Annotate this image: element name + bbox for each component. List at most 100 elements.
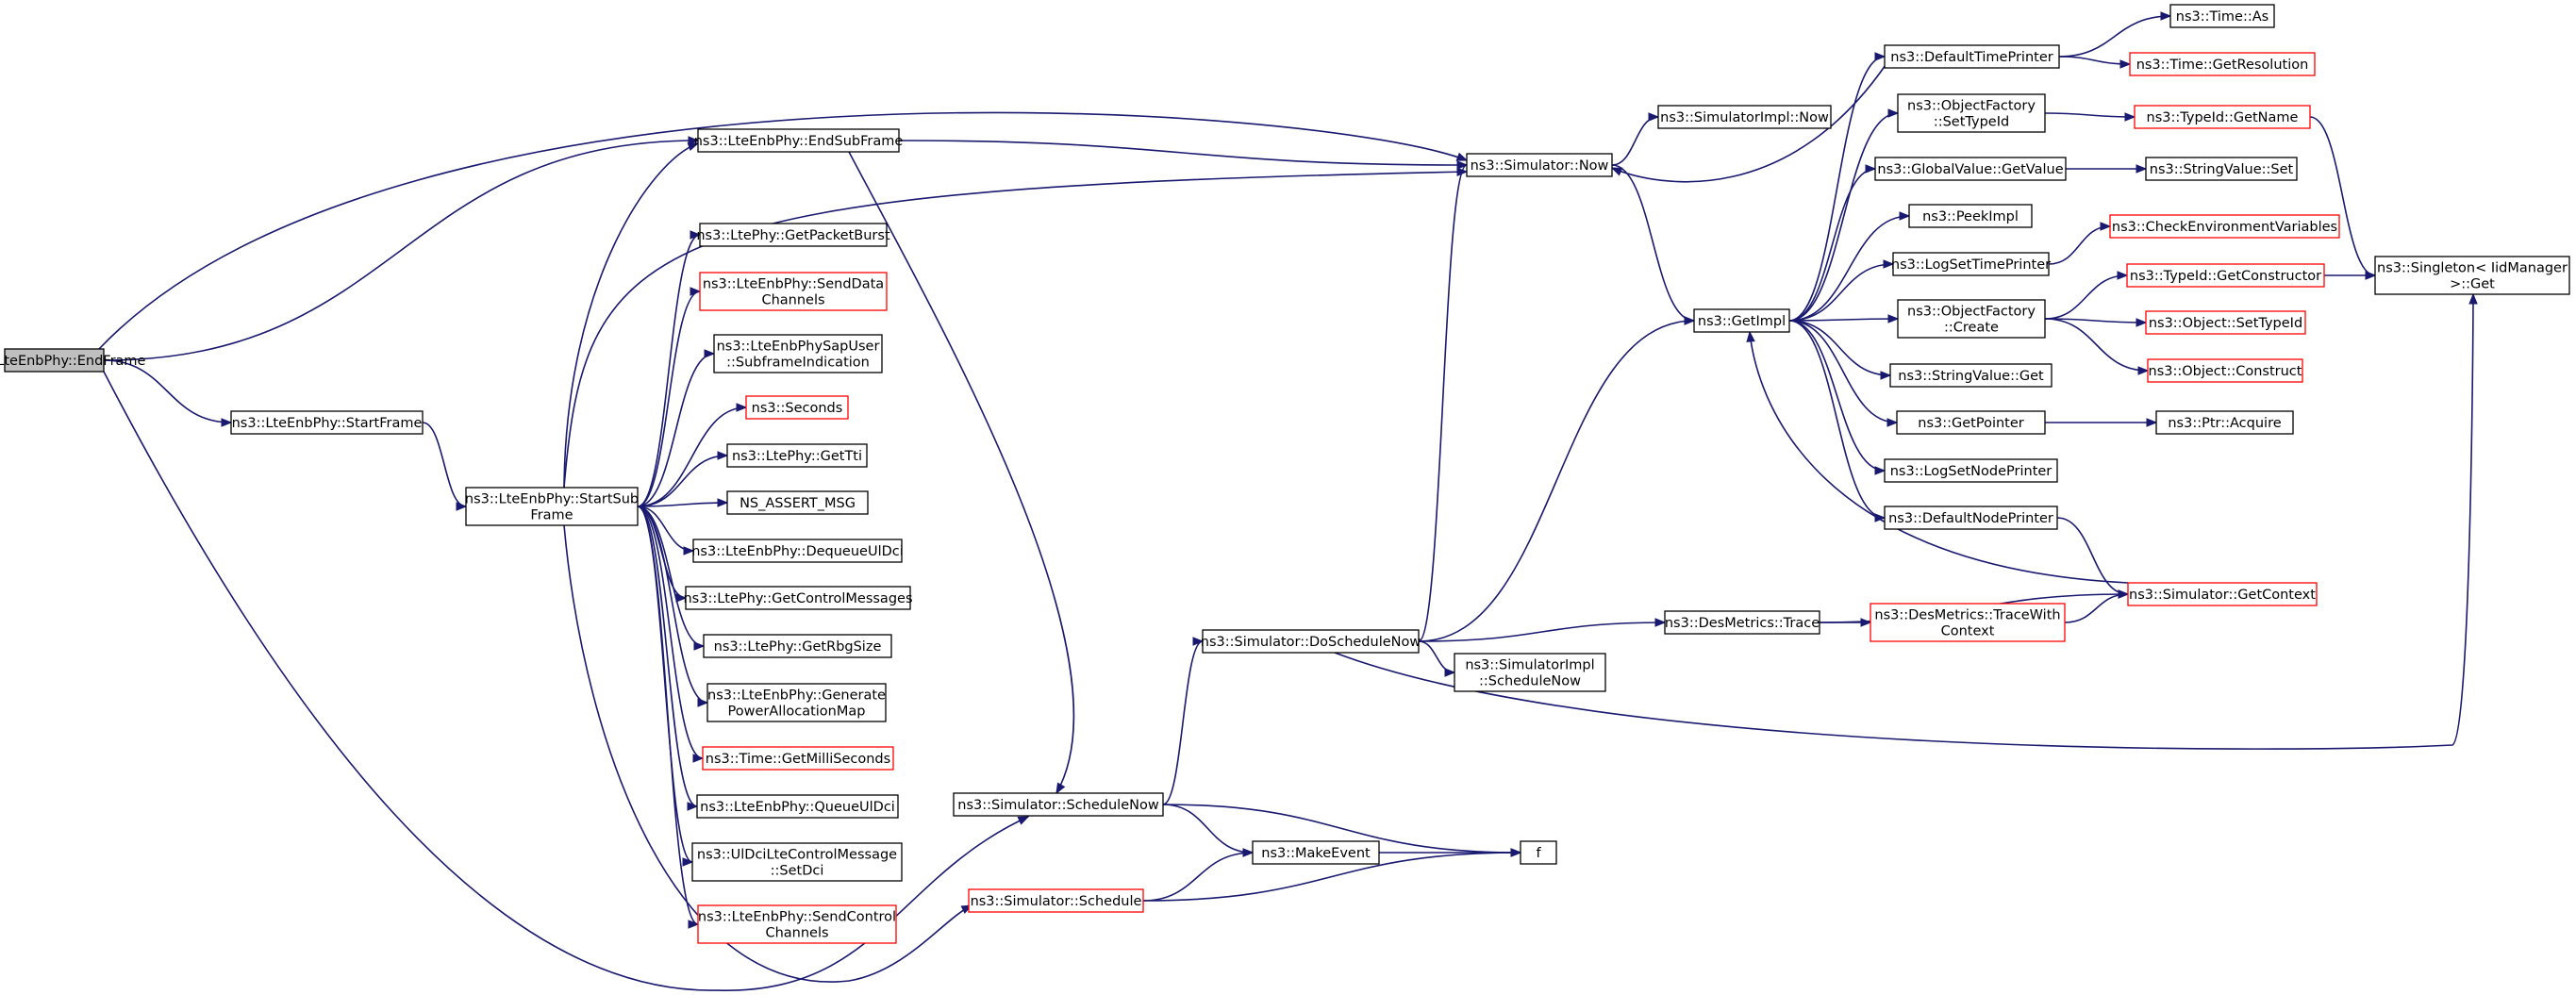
node-objconstruct[interactable]: ns3::Object::Construct	[2147, 358, 2303, 383]
edge-line	[1142, 852, 1521, 902]
node-doschedulenow[interactable]: ns3::Simulator::DoScheduleNow	[1201, 629, 1421, 654]
node-setdci[interactable]: ns3::UlDciLteControlMessage::SetDci	[691, 842, 903, 882]
call-edge	[1788, 320, 1886, 522]
node-stringvalueset[interactable]: ns3::StringValue::Set	[2145, 157, 2298, 181]
edge-line	[1162, 804, 1254, 854]
node-label: ns3::Ptr::Acquire	[2168, 416, 2281, 431]
node-box	[2129, 52, 2316, 76]
call-edge	[2044, 271, 2129, 320]
node-makeevent[interactable]: ns3::MakeEvent	[1252, 840, 1380, 865]
node-ofcreate[interactable]: ns3::ObjectFactory::Create	[1897, 299, 2046, 339]
edge-line	[1788, 263, 1894, 322]
call-edge	[1788, 259, 1895, 322]
node-box	[230, 410, 424, 435]
call-edge	[1788, 320, 1899, 427]
node-box	[697, 904, 897, 944]
node-logsetnodeprinter[interactable]: ns3::LogSetNodePrinter	[1884, 458, 2058, 483]
node-label: ns3::LogSetNodePrinter	[1890, 464, 2052, 479]
node-getresolution[interactable]: ns3::Time::GetResolution	[2129, 52, 2316, 76]
node-subframeindication[interactable]: ns3::LteEnbPhySapUser::SubframeIndicatio…	[713, 334, 883, 373]
node-box	[1870, 603, 2066, 642]
node-timeas[interactable]: ns3::Time::As	[2169, 4, 2275, 28]
node-typeidgetname[interactable]: ns3::TypeId::GetName	[2134, 105, 2311, 129]
node-label: ns3::StringValue::Get	[1898, 369, 2044, 384]
node-label: ::ScheduleNow	[1479, 674, 1581, 689]
node-label: ns3::MakeEvent	[1261, 846, 1371, 861]
node-checkenv[interactable]: ns3::CheckEnvironmentVariables	[2109, 214, 2340, 239]
node-label: Frame	[530, 508, 573, 523]
node-getconstructor[interactable]: ns3::TypeId::GetConstructor	[2126, 263, 2325, 288]
node-defaulttimeprinter[interactable]: ns3::DefaultTimePrinter	[1884, 44, 2060, 69]
edge-arrowhead	[1192, 637, 1205, 646]
node-endsubframe[interactable]: ns3::LteEnbPhy::EndSubFrame	[694, 128, 904, 153]
node-getpacketburst[interactable]: ns3::LtePhy::GetPacketBurst	[696, 223, 890, 247]
node-dequeueuldci[interactable]: ns3::LteEnbPhy::DequeueUlDci	[691, 539, 904, 563]
node-getcontrolmessages[interactable]: ns3::LtePhy::GetControlMessages	[683, 586, 913, 610]
node-schedulenow[interactable]: ns3::Simulator::ScheduleNow	[953, 792, 1164, 817]
edge-line	[637, 506, 708, 704]
node-desmetricstrace[interactable]: ns3::DesMetrics::Trace	[1664, 610, 1820, 635]
node-box	[1908, 204, 2033, 228]
node-gettti[interactable]: ns3::LtePhy::GetTti	[726, 443, 868, 468]
edge-arrowhead	[682, 857, 694, 867]
node-defaultnodeprinter[interactable]: ns3::DefaultNodePrinter	[1884, 506, 2058, 530]
edge-line	[637, 506, 705, 647]
call-nodes: ns3::LteEnbPhy::EndFramens3::LteEnbPhy::…	[0, 4, 2570, 944]
call-edge	[563, 167, 1469, 489]
edge-arrowhead	[693, 641, 706, 651]
node-box	[1454, 653, 1606, 692]
call-edge	[637, 498, 729, 507]
call-edge	[1611, 164, 1696, 325]
node-ofsettypeid[interactable]: ns3::ObjectFactory::SetTypeId	[1897, 93, 2046, 133]
node-simgetcontext[interactable]: ns3::Simulator::GetContext	[2127, 582, 2318, 606]
node-label: ns3::SimulatorImpl::Now	[1660, 110, 1829, 125]
node-box	[1693, 308, 1790, 333]
edge-arrowhead	[2118, 589, 2130, 599]
call-edge	[898, 140, 1469, 170]
edge-line	[103, 371, 1029, 991]
edge-arrowhead	[2136, 318, 2148, 327]
node-objsettypeid[interactable]: ns3::Object::SetTypeId	[2145, 310, 2306, 335]
edge-arrowhead	[2117, 271, 2129, 280]
node-ptracquire[interactable]: ns3::Ptr::Acquire	[2155, 410, 2294, 435]
node-simimplnow[interactable]: ns3::SimulatorImpl::Now	[1657, 105, 1832, 129]
edge-line	[103, 359, 232, 423]
node-label: PowerAllocationMap	[728, 705, 866, 720]
node-singletonget[interactable]: ns3::Singleton< IidManager>::Get	[2374, 256, 2570, 295]
node-label: ns3::DesMetrics::TraceWith	[1874, 608, 2060, 623]
node-label: ns3::LtePhy::GetPacketBurst	[696, 228, 890, 243]
call-edge	[637, 230, 702, 507]
edge-line	[1788, 215, 1910, 322]
node-nsassert[interactable]: NS_ASSERT_MSG	[726, 490, 869, 515]
node-label: ns3::Seconds	[752, 401, 843, 416]
call-edge	[1610, 56, 1892, 183]
node-schedule[interactable]: ns3::Simulator::Schedule	[968, 888, 1144, 913]
edge-arrowhead	[1510, 848, 1522, 857]
node-box	[2155, 410, 2294, 435]
node-getmilliseconds[interactable]: ns3::Time::GetMilliSeconds	[702, 746, 894, 771]
node-simimplschedulenow[interactable]: ns3::SimulatorImpl::ScheduleNow	[1454, 653, 1606, 692]
node-logsettimeprinter[interactable]: ns3::LogSetTimePrinter	[1891, 252, 2051, 276]
node-startframe[interactable]: ns3::LteEnbPhy::StartFrame	[230, 410, 424, 435]
node-queueuldci[interactable]: ns3::LteEnbPhy::QueueUlDci	[696, 794, 899, 819]
node-box	[1874, 157, 2067, 181]
edge-arrowhead	[1874, 466, 1886, 475]
node-f[interactable]: f	[1520, 840, 1557, 865]
node-simnow[interactable]: ns3::Simulator::Now	[1466, 153, 1613, 177]
node-getrbgsize[interactable]: ns3::LtePhy::GetRbgSize	[703, 634, 892, 658]
node-globalvalueget[interactable]: ns3::GlobalValue::GetValue	[1874, 157, 2067, 181]
node-seconds[interactable]: ns3::Seconds	[745, 395, 849, 420]
edge-arrowhead	[1242, 848, 1255, 857]
node-getpointer[interactable]: ns3::GetPointer	[1896, 410, 2046, 435]
node-stringvalueget[interactable]: ns3::StringValue::Get	[1889, 363, 2052, 388]
node-box	[4, 348, 105, 373]
node-peekimpl[interactable]: ns3::PeekImpl	[1908, 204, 2033, 228]
node-generatepam[interactable]: ns3::LteEnbPhy::GeneratePowerAllocationM…	[706, 683, 887, 722]
node-box	[2374, 256, 2570, 295]
node-getimpl[interactable]: ns3::GetImpl	[1693, 308, 1790, 333]
node-endframe[interactable]: ns3::LteEnbPhy::EndFrame	[0, 348, 146, 373]
